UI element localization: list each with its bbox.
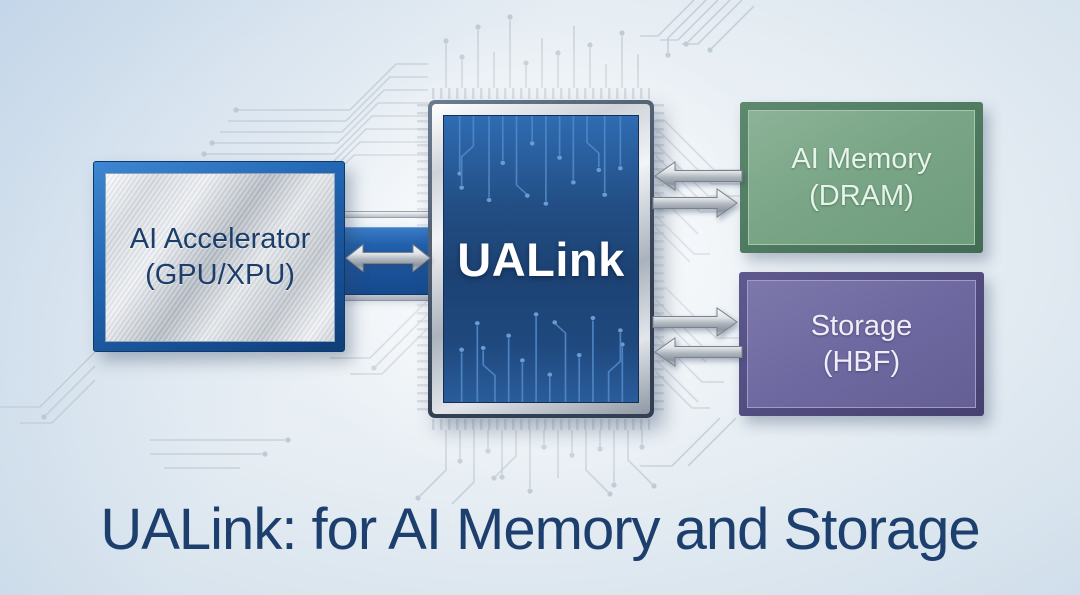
storage-node: Storage (HBF) <box>739 272 984 416</box>
slide-title: UALink: for AI Memory and Storage <box>100 497 980 562</box>
accelerator-hub-bridge <box>340 227 434 295</box>
storage-label-line1: Storage <box>810 309 913 342</box>
ualink-hub-node: UALink <box>428 100 654 418</box>
memory-node: AI Memory (DRAM) <box>740 102 983 253</box>
storage-panel: Storage (HBF) <box>747 280 976 408</box>
chip-traces-bottom <box>459 312 625 402</box>
ualink-metal-frame: UALink <box>432 104 650 414</box>
accelerator-node: AI Accelerator (GPU/XPU) <box>93 161 345 352</box>
storage-label-line2: (HBF) <box>822 346 901 378</box>
bridge-rail-bottom <box>341 294 433 301</box>
accelerator-label-line1: AI Accelerator <box>129 223 311 256</box>
bridge-rail-top <box>341 211 433 218</box>
accelerator-label-line2: (GPU/XPU) <box>145 258 295 291</box>
accelerator-panel: AI Accelerator (GPU/XPU) <box>105 173 335 342</box>
chip-traces-top <box>457 116 623 206</box>
ualink-label: UALink <box>457 232 625 286</box>
memory-label-line2: (DRAM) <box>809 179 914 212</box>
ualink-panel: UALink <box>443 115 639 403</box>
memory-label-line1: AI Memory <box>791 143 932 176</box>
memory-panel: AI Memory (DRAM) <box>748 110 975 245</box>
